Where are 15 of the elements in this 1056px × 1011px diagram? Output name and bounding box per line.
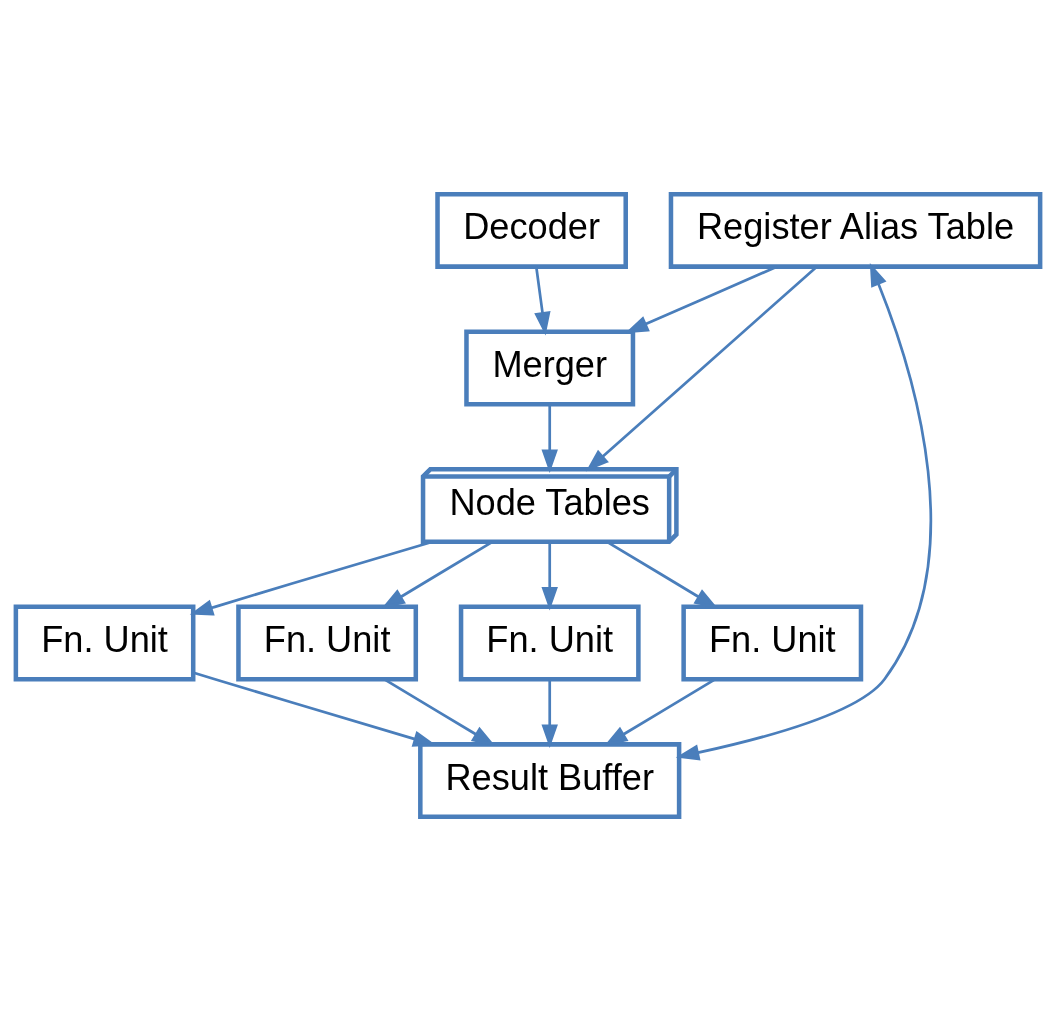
arrow (534, 266, 551, 336)
node-box: Merger (464, 329, 636, 407)
node-box: Fn. Unit (13, 604, 196, 682)
node-box: Fn. Unit (681, 604, 864, 682)
arrow (541, 404, 558, 473)
node-box: Fn. Unit (236, 604, 419, 682)
node-box: Fn. Unit (458, 604, 641, 682)
arrow (585, 266, 818, 472)
node-box: Result Buffer (418, 742, 682, 819)
arrow (541, 541, 558, 611)
arrow (675, 262, 932, 761)
arrow (189, 540, 433, 616)
arrow (541, 679, 558, 748)
node-box: Register Alias Table (668, 192, 1043, 269)
node-box: Decoder (435, 192, 628, 269)
